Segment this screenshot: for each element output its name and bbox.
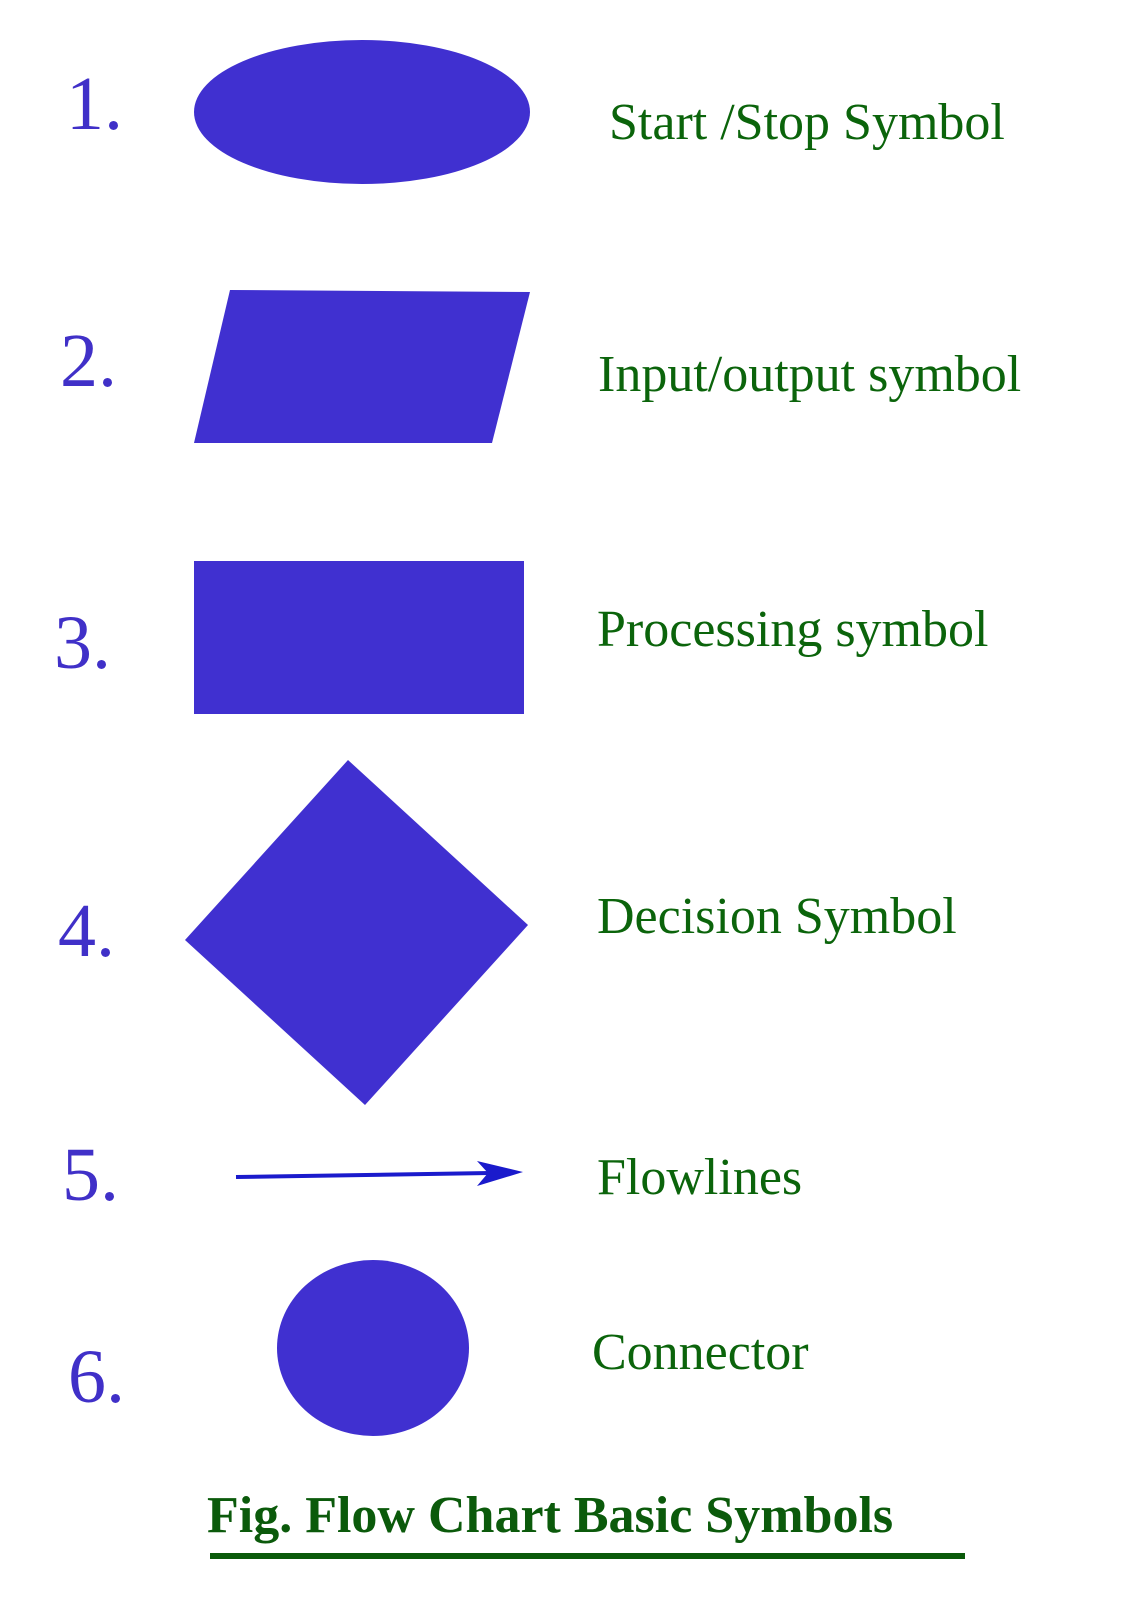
item-number-3: 3. <box>54 601 111 685</box>
arrow-icon <box>235 1161 523 1186</box>
label-decision: Decision Symbol <box>597 888 957 945</box>
diamond-icon <box>185 760 528 1105</box>
label-processing: Processing symbol <box>597 601 989 658</box>
item-number-6: 6. <box>68 1335 125 1419</box>
parallelogram-icon <box>194 290 530 443</box>
rectangle-icon <box>194 561 524 714</box>
label-start-stop: Start /Stop Symbol <box>609 94 1005 151</box>
figure-caption: Fig. Flow Chart Basic Symbols <box>207 1487 894 1544</box>
item-number-1: 1. <box>66 62 123 146</box>
circle-icon <box>277 1260 469 1436</box>
item-number-2: 2. <box>60 319 117 403</box>
label-connector: Connector <box>592 1324 809 1381</box>
caption-underline <box>210 1553 965 1559</box>
item-number-4: 4. <box>58 889 115 973</box>
ellipse-icon <box>194 40 530 184</box>
label-input-output: Input/output symbol <box>598 346 1022 403</box>
item-number-5: 5. <box>62 1133 119 1217</box>
label-flowlines: Flowlines <box>597 1149 803 1206</box>
